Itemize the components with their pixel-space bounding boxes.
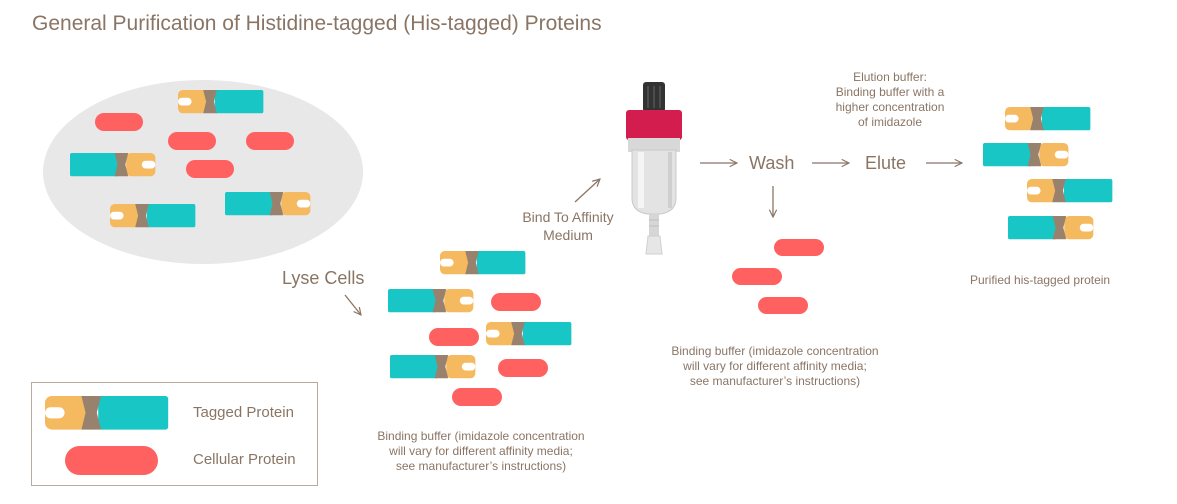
binding-buffer-line: Binding buffer (imidazole concentration: [377, 429, 585, 443]
legend-proteins: [45, 396, 169, 475]
cellular-protein-icon: [168, 132, 216, 150]
bind-label: Bind To Affinity Medium: [508, 209, 628, 244]
affinity-column-icon: [626, 82, 682, 255]
elution-buffer-line: higher concentration: [835, 100, 945, 114]
bind-label-line: Bind To Affinity: [522, 209, 614, 225]
tagged-protein-icon: [440, 251, 526, 275]
lyse-arrow: [344, 294, 361, 315]
tagged-protein-icon: [388, 289, 474, 313]
elution-buffer-note: Elution buffer: Binding buffer with a hi…: [820, 70, 960, 130]
binding-buffer-note-wash: Binding buffer (imidazole concentration …: [652, 344, 898, 389]
legend: [31, 382, 318, 486]
wash-proteins: [732, 239, 824, 314]
bind-arrow: [574, 179, 600, 203]
cellular-protein-icon: [452, 388, 502, 406]
bind-label-line: Medium: [543, 226, 593, 243]
elution-buffer-line: Elution buffer:: [853, 70, 927, 84]
purified-protein-label: Purified his-tagged protein: [970, 273, 1111, 287]
tagged-protein-icon: [983, 143, 1069, 167]
cellular-protein-icon: [774, 239, 824, 256]
elution-buffer-line: Binding buffer with a: [835, 85, 945, 99]
tagged-protein-icon: [178, 90, 264, 114]
binding-buffer-line: will vary for different affinity media;: [389, 444, 573, 458]
lysate-proteins: [388, 251, 572, 406]
cellular-protein-icon: [498, 359, 548, 377]
cell-proteins: [70, 90, 311, 228]
cellular-protein-icon: [758, 297, 808, 314]
binding-buffer-line: see manufacturer’s instructions): [689, 374, 861, 388]
tagged-protein-icon: [225, 192, 311, 216]
binding-buffer-line: Binding buffer (imidazole concentration: [671, 344, 879, 358]
cellular-protein-icon: [429, 328, 479, 346]
tagged-protein-icon: [1008, 216, 1094, 240]
cellular-protein-icon: [732, 268, 782, 285]
cellular-protein-icon: [65, 446, 158, 475]
tagged-protein-icon: [70, 153, 156, 177]
purified-proteins: [983, 107, 1113, 240]
legend-cellular-label: Cellular Protein: [193, 451, 296, 468]
binding-buffer-line: see manufacturer’s instructions): [395, 459, 567, 473]
lyse-cells-label: Lyse Cells: [282, 268, 365, 288]
elute-label: Elute: [865, 153, 907, 173]
cellular-protein-icon: [491, 293, 541, 311]
tagged-protein-icon: [390, 355, 476, 379]
binding-buffer-note-lysate: Binding buffer (imidazole concentration …: [358, 429, 604, 474]
tagged-protein-icon: [1005, 107, 1091, 131]
page-title: General Purification of Histidine-tagged…: [32, 12, 602, 35]
binding-buffer-line: will vary for different affinity media;: [683, 359, 867, 373]
cellular-protein-icon: [95, 113, 143, 131]
wash-label: Wash: [749, 153, 795, 173]
tagged-protein-icon: [45, 396, 169, 430]
cellular-protein-icon: [186, 160, 234, 178]
elution-buffer-line: of imidazole: [857, 115, 923, 129]
tagged-protein-icon: [486, 322, 572, 346]
legend-tagged-label: Tagged Protein: [193, 404, 294, 421]
tagged-protein-icon: [1027, 179, 1113, 203]
tagged-protein-icon: [110, 204, 196, 228]
cellular-protein-icon: [246, 132, 294, 150]
